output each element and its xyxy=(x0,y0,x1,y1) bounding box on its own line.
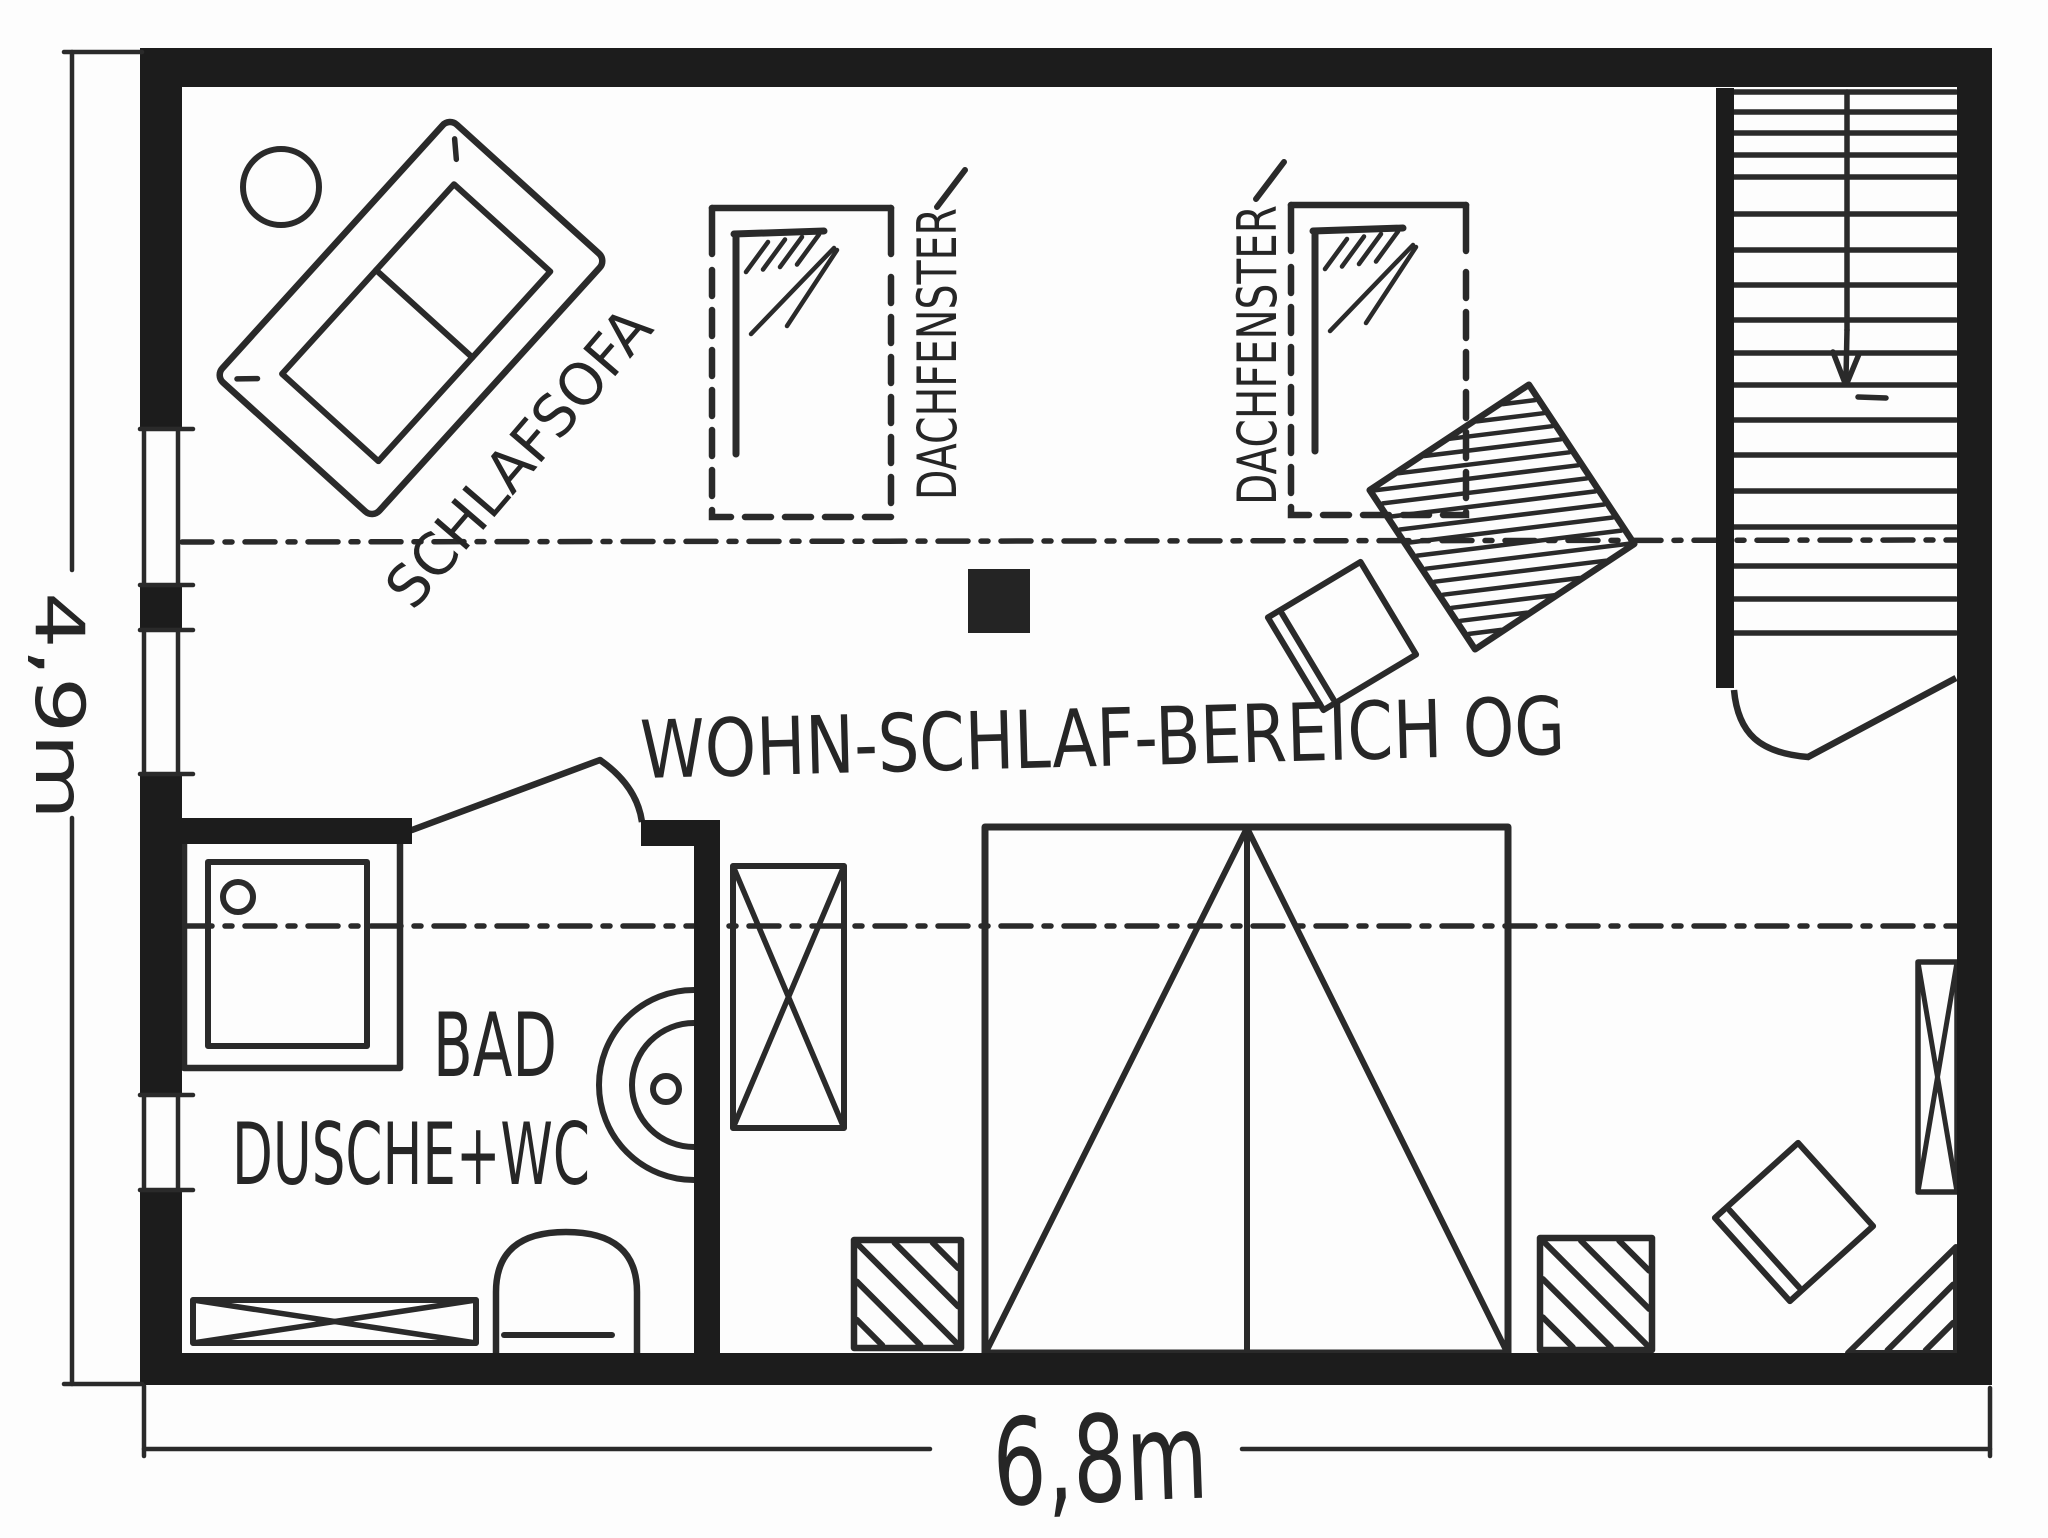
wall-left-a xyxy=(140,48,182,429)
label-dachfenster-right: DACHFENSTER xyxy=(1226,205,1289,505)
nightstand-left xyxy=(850,1236,965,1352)
dim-height-label: 4,9m xyxy=(19,592,98,820)
window-1 xyxy=(137,426,196,588)
label-leader-ticks xyxy=(934,159,1287,210)
staircase xyxy=(1730,89,1959,761)
chimney-block xyxy=(968,569,1030,633)
bathroom-door xyxy=(408,756,646,834)
sofa xyxy=(216,118,606,518)
dimension-left xyxy=(61,49,145,1387)
label-dachfenster-left: DACHFENSTER xyxy=(906,208,969,500)
wall-left-c xyxy=(140,1190,182,1385)
sink xyxy=(596,987,695,1183)
left-wall-windows xyxy=(137,426,196,1193)
wall-right xyxy=(1957,48,1992,1385)
nightstand-right xyxy=(1536,1234,1656,1354)
label-bad: BAD xyxy=(433,994,557,1097)
bath-radiator xyxy=(190,1297,479,1346)
wall-left-pier xyxy=(140,585,182,630)
stair-cut-line xyxy=(1730,675,1958,761)
dim-width-label: 6,8m xyxy=(990,1388,1210,1534)
side-table-round xyxy=(240,146,322,228)
wall-bath-stub xyxy=(641,820,720,846)
dimension-bottom xyxy=(141,1383,1993,1459)
wall-bath-top xyxy=(182,818,412,844)
toilet xyxy=(492,1228,641,1353)
wardrobe xyxy=(730,863,847,1131)
wall-bath-right xyxy=(694,846,720,1353)
wall-top xyxy=(140,48,1992,87)
knee-wall-lines xyxy=(179,537,1959,929)
roof-window-right xyxy=(1287,201,1470,519)
wall-bottom xyxy=(140,1353,1992,1385)
window-3 xyxy=(137,1092,196,1193)
chair-bottom xyxy=(1711,1139,1877,1305)
chair-top xyxy=(1264,558,1420,714)
label-dusche-wc: DUSCHE+WC xyxy=(232,1105,590,1205)
walls xyxy=(140,48,1992,1385)
window-2 xyxy=(137,627,196,777)
wall-left-b xyxy=(140,774,182,1095)
stair-direction-arrow xyxy=(1830,327,1862,386)
wall-stair xyxy=(1716,88,1734,688)
roof-window-left xyxy=(708,204,895,521)
